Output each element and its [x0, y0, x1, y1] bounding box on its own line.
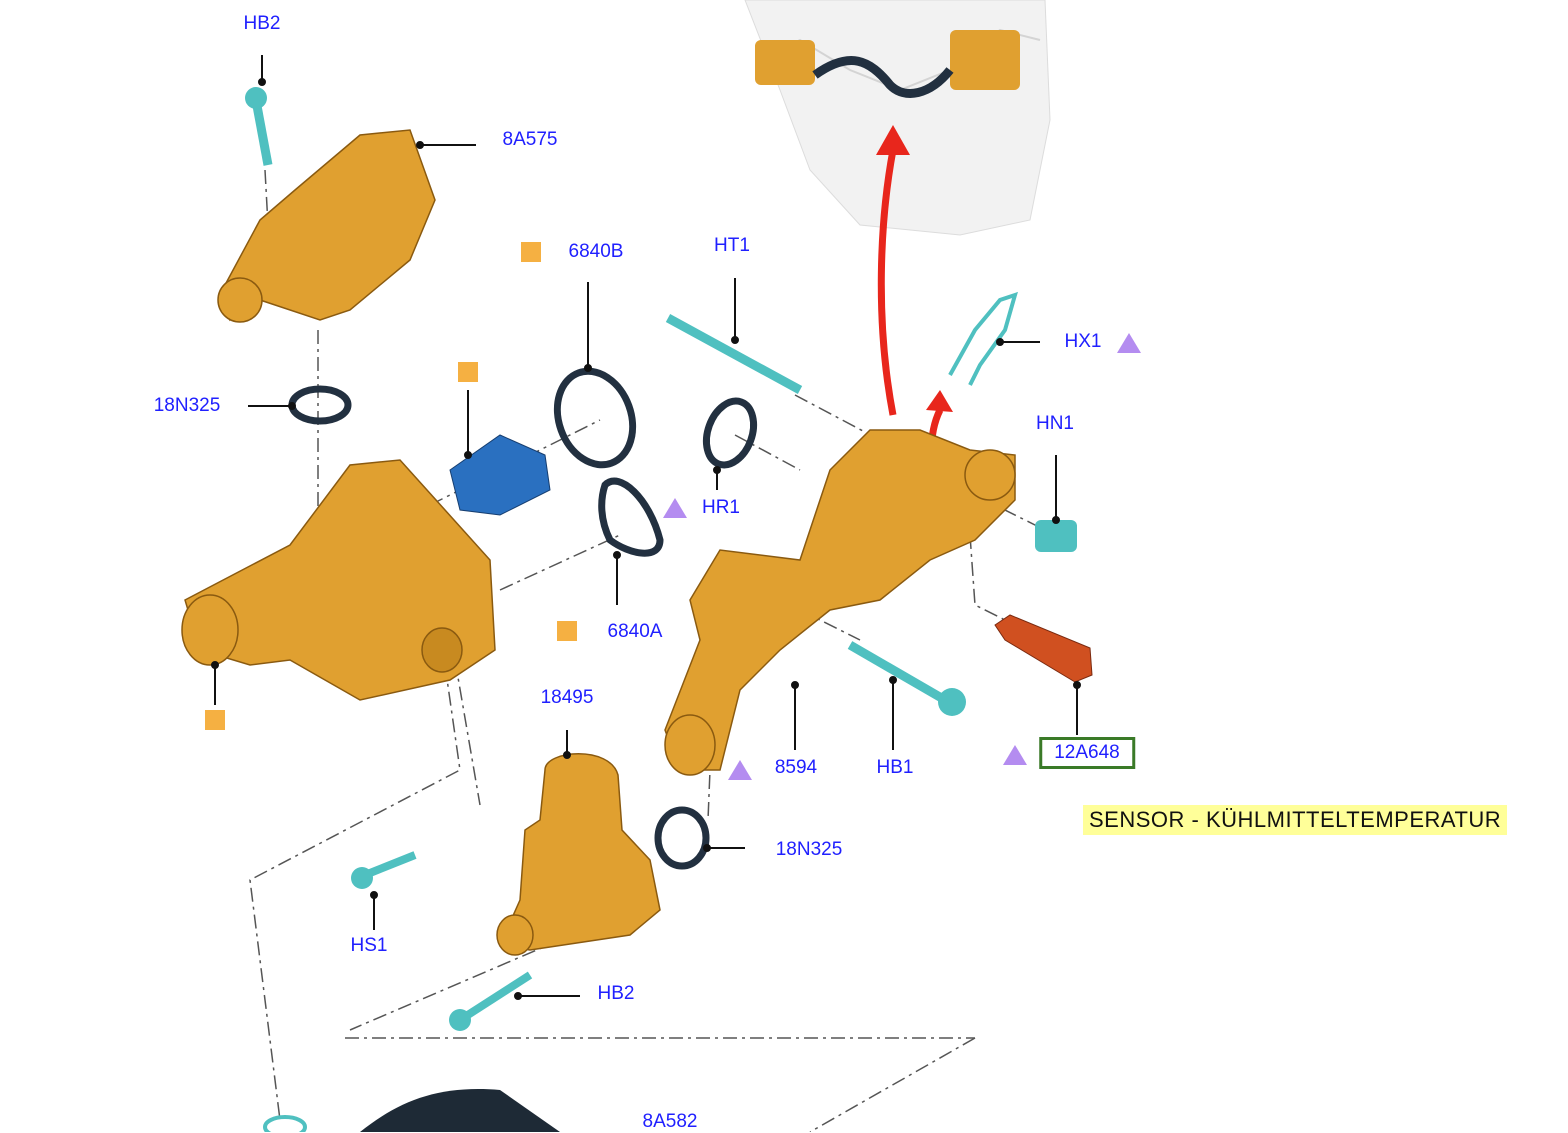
thermostat: [449, 434, 551, 516]
marker-triangle-8594: [728, 760, 752, 780]
bolt-hb1: [847, 641, 948, 704]
callout-18n325-right[interactable]: 18N325: [775, 839, 843, 860]
callout-18n325-left[interactable]: 18N325: [153, 395, 221, 416]
callout-8594[interactable]: 8594: [774, 757, 818, 778]
marker-square-housing: [205, 710, 225, 730]
callout-hn1[interactable]: HN1: [1035, 413, 1075, 434]
seal-hr1: [702, 397, 758, 469]
sensor-12a648: [994, 614, 1093, 683]
callout-12a648-selected[interactable]: 12A648: [1039, 737, 1135, 769]
callout-6840b[interactable]: 6840B: [568, 241, 624, 262]
callout-hb2-bottom[interactable]: HB2: [597, 983, 635, 1004]
marker-square-6840a: [557, 621, 577, 641]
callout-18495[interactable]: 18495: [540, 687, 594, 708]
seal-18n325-right: [654, 806, 710, 870]
hose-8a582: [360, 1089, 560, 1132]
callout-hr1[interactable]: HR1: [701, 497, 741, 518]
bolt-hs1: [351, 851, 417, 889]
part-description-tooltip: SENSOR - KÜHLMITTELTEMPERATUR: [1083, 805, 1508, 835]
marker-triangle-hx1: [1117, 333, 1141, 353]
seal-18n325-left: [288, 385, 352, 425]
callout-8a575[interactable]: 8A575: [502, 129, 558, 150]
pump-18495: [496, 753, 661, 956]
callout-hb1[interactable]: HB1: [876, 757, 914, 778]
housing-8594: [664, 429, 1016, 776]
callout-hs1[interactable]: HS1: [350, 935, 388, 956]
callout-6840a[interactable]: 6840A: [607, 621, 663, 642]
callout-hb2-top[interactable]: HB2: [243, 13, 281, 34]
stud-ht1: [665, 314, 803, 394]
plug-hn1: [1035, 520, 1077, 552]
marker-square-6840b: [521, 242, 541, 262]
marker-square-thermostat: [458, 362, 478, 382]
clip-hx1: [948, 291, 1018, 386]
engine-hose-assembly: [755, 30, 1020, 98]
seal-6840b: [553, 367, 637, 469]
marker-triangle-hr1: [663, 498, 687, 518]
part-8a575: [217, 129, 436, 323]
callout-hx1[interactable]: HX1: [1064, 331, 1102, 352]
marker-triangle-12a648: [1003, 745, 1027, 765]
bolt-hb2-top: [245, 87, 273, 166]
housing-main-left: [181, 459, 496, 701]
callout-8a582[interactable]: 8A582: [642, 1111, 698, 1132]
callout-ht1[interactable]: HT1: [714, 235, 750, 256]
bolt-hb2-bottom: [449, 971, 533, 1031]
seal-6840a: [598, 477, 664, 557]
